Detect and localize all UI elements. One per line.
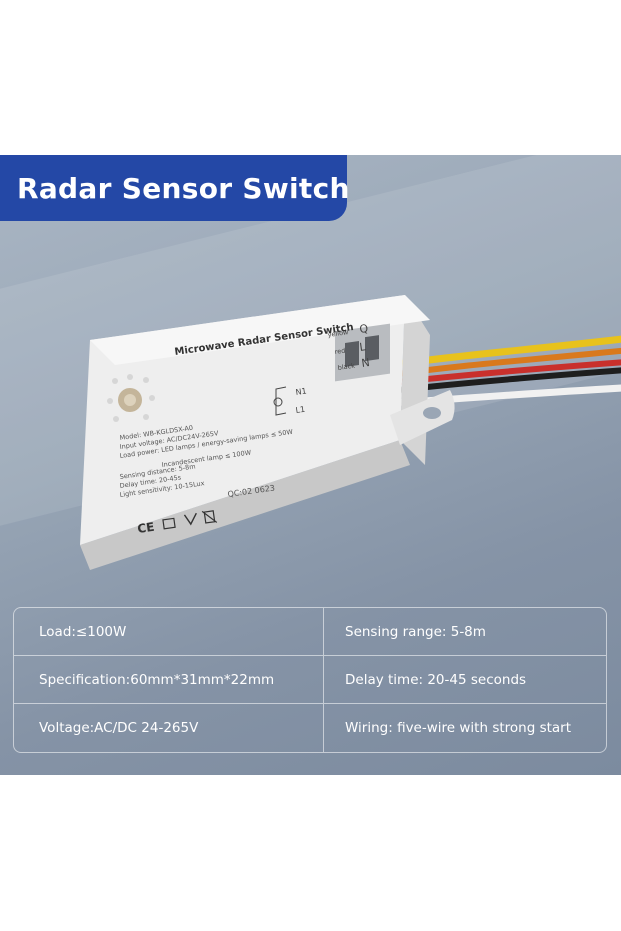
lamp-symbol-icon <box>273 386 287 416</box>
spec-wiring: Wiring: five-wire with strong start <box>323 704 606 752</box>
terminal-q: Q <box>359 322 370 336</box>
wire-label-red: red <box>334 347 346 356</box>
wire-labels: yellow Q red L black N N1 L1 <box>295 322 371 415</box>
wire-label-black: black <box>337 362 355 372</box>
page-title: Radar Sensor Switch <box>17 171 350 205</box>
terminal-screw <box>365 335 379 362</box>
spec-voltage: Voltage:AC/DC 24-265V <box>39 720 199 736</box>
spec-specification: Specification:60mm*31mm*22mm <box>14 656 323 704</box>
terminal-screw <box>345 340 359 367</box>
cert-marks: CE <box>136 520 155 536</box>
sensor-dots <box>107 374 155 422</box>
title-banner: Radar Sensor Switch <box>0 155 350 221</box>
terminal-n: N <box>361 356 371 370</box>
spec-delay-time: Delay time: 20-45 seconds <box>323 656 606 704</box>
product-panel: Radar Sensor Switch <box>0 155 621 775</box>
mounting-tab <box>390 390 455 445</box>
terminal-n1: N1 <box>295 387 307 397</box>
spec-load: Load:≤100W <box>14 608 323 656</box>
housing-bottom <box>80 440 410 570</box>
terminal-l1: L1 <box>295 405 306 415</box>
mounting-hole <box>423 407 441 419</box>
cert-icons <box>162 510 218 530</box>
spec-sensing-range: Sensing range: 5-8m <box>323 608 606 656</box>
product-image: Microwave Radar Sensor Switch Model: WB-… <box>80 295 621 570</box>
housing-top <box>90 295 430 365</box>
spec-table: Load:≤100W Sensing range: 5-8m Specifica… <box>13 607 607 753</box>
wire-label-yellow: yellow <box>327 328 349 339</box>
terminal-l: L <box>359 340 368 354</box>
